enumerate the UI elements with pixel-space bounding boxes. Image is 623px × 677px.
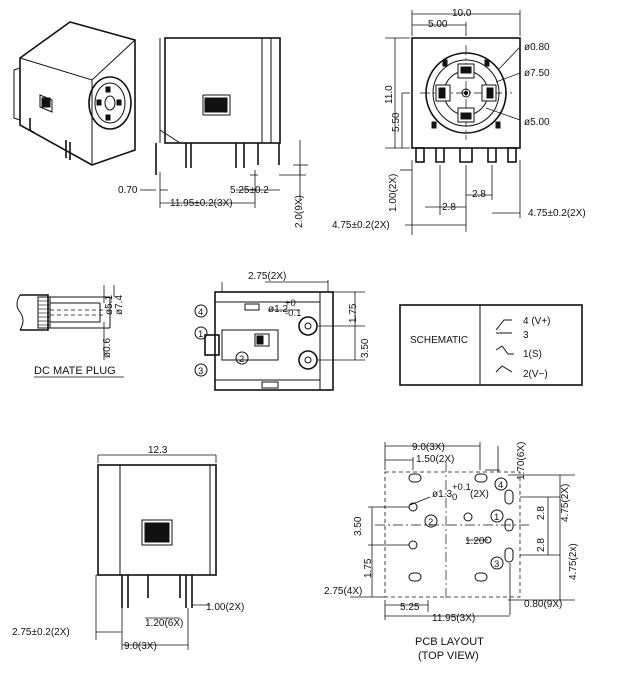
dim-pcb-475-2x-a: 4.75(2X) <box>560 484 571 522</box>
label-pcb-layout: PCB LAYOUT <box>415 636 484 648</box>
dim-pin-100-2x: 1.00(2X) <box>388 174 399 212</box>
dim-hole-080: ø0.80 <box>524 42 550 53</box>
pcb-pin-2: 2 <box>428 517 433 528</box>
side-view <box>140 37 308 208</box>
label-top-view: (TOP VIEW) <box>418 650 479 662</box>
dim-pin-475-right: 4.75±0.2(2X) <box>528 208 586 219</box>
dim-height-110: 11.0 <box>384 85 395 104</box>
dim-top-width: 10.0 <box>452 8 472 19</box>
dim-pcb-080-9x: 0.80(9X) <box>524 599 562 610</box>
dim-pcb-90-3x: 9.0(3X) <box>412 442 445 453</box>
dim-front-123: 12.3 <box>148 445 168 456</box>
label-schematic: SCHEMATIC <box>410 335 468 346</box>
dc-mate-plug-drawing <box>16 285 115 360</box>
dim-pcb-hole: ø1.3 <box>432 489 452 500</box>
dim-side-20-9x: 2.0(9X) <box>294 195 305 228</box>
pcb-layout-drawing <box>350 442 575 620</box>
bottom-view <box>194 280 365 391</box>
dim-front-120-6x: 1.20(6X) <box>145 618 183 629</box>
dim-bottom-hole-tol-dn: -0.1 <box>285 308 301 319</box>
dim-plug-74: ø7.4 <box>114 295 125 315</box>
dim-hole-500: ø5.00 <box>524 117 550 128</box>
front-view-top <box>385 10 521 235</box>
dim-front-275: 2.75±0.2(2X) <box>12 627 70 638</box>
dim-front-90-3x: 9.0(3X) <box>124 641 157 652</box>
label-dc-mate-plug: DC MATE PLUG <box>34 365 116 377</box>
dim-hole-750: ø7.50 <box>524 68 550 79</box>
dim-bottom-350: 3.50 <box>360 338 371 358</box>
schematic-box <box>399 304 583 386</box>
front-view-bottom <box>95 454 217 650</box>
schematic-pin-4: 4 (V+) <box>523 316 551 327</box>
dim-pin-475-left: 4.75±0.2(2X) <box>332 220 390 231</box>
dim-top-half-width: 5.00 <box>428 19 448 30</box>
pcb-pin-1: 1 <box>494 512 499 523</box>
dim-pcb-350: 3.50 <box>353 516 364 536</box>
isometric-view <box>13 21 136 166</box>
dim-plug-06: ø0.6 <box>102 338 113 358</box>
dim-pcb-525: 5.25 <box>400 602 420 613</box>
dim-pcb-hole-count: (2X) <box>470 489 489 500</box>
dim-pcb-175: 1.75 <box>363 558 374 578</box>
dim-pcb-28-a: 2.8 <box>536 506 547 520</box>
dim-pcb-120: 1.20 <box>465 536 485 547</box>
dim-pcb-28-b: 2.8 <box>536 538 547 552</box>
dim-bottom-275-2x: 2.75(2X) <box>248 271 286 282</box>
bottom-pin-4: 4 <box>198 307 203 318</box>
dim-bottom-hole: ø1.2 <box>268 304 288 315</box>
dim-bottom-hole-tol-up: +0 <box>285 298 296 309</box>
pcb-pin-3: 3 <box>494 559 499 570</box>
bottom-pin-1: 1 <box>198 329 203 340</box>
dim-pin-pitch-28b: 2.8 <box>442 202 456 213</box>
schematic-pin-3: 3 <box>523 330 529 341</box>
dim-pcb-hole-tol-up: +0.1 <box>452 482 471 493</box>
pcb-pin-4: 4 <box>498 480 503 491</box>
dim-pcb-150-2x: 1.50(2X) <box>416 454 454 465</box>
dim-pcb-475-2x-b: 4.75(2x) <box>568 543 579 580</box>
dim-pcb-170-6x: 1.70(6X) <box>516 442 527 480</box>
dim-pcb-hole-tol-dn: 0 <box>452 492 457 503</box>
bottom-pin-2: 2 <box>239 354 244 365</box>
dim-pcb-1195-3x: 11.95(3X) <box>432 613 475 624</box>
dim-height-550: 5.50 <box>391 112 402 132</box>
schematic-pin-2: 2(V−) <box>523 369 548 380</box>
dim-front-100-2x: 1.00(2X) <box>206 602 244 613</box>
dim-pcb-275-4x: 2.75(4X) <box>324 586 362 597</box>
dim-pin-pitch-28: 2.8 <box>472 189 486 200</box>
dim-side-1195: 11.95±0.2(3X) <box>170 198 233 209</box>
dim-side-525: 5.25±0.2 <box>230 185 269 196</box>
dim-bottom-175: 1.75 <box>348 303 359 323</box>
dim-plug-51: ø5.1 <box>104 295 115 315</box>
schematic-pin-1: 1(S) <box>523 349 542 360</box>
bottom-pin-3: 3 <box>198 366 203 377</box>
dim-side-070: 0.70 <box>118 185 138 196</box>
